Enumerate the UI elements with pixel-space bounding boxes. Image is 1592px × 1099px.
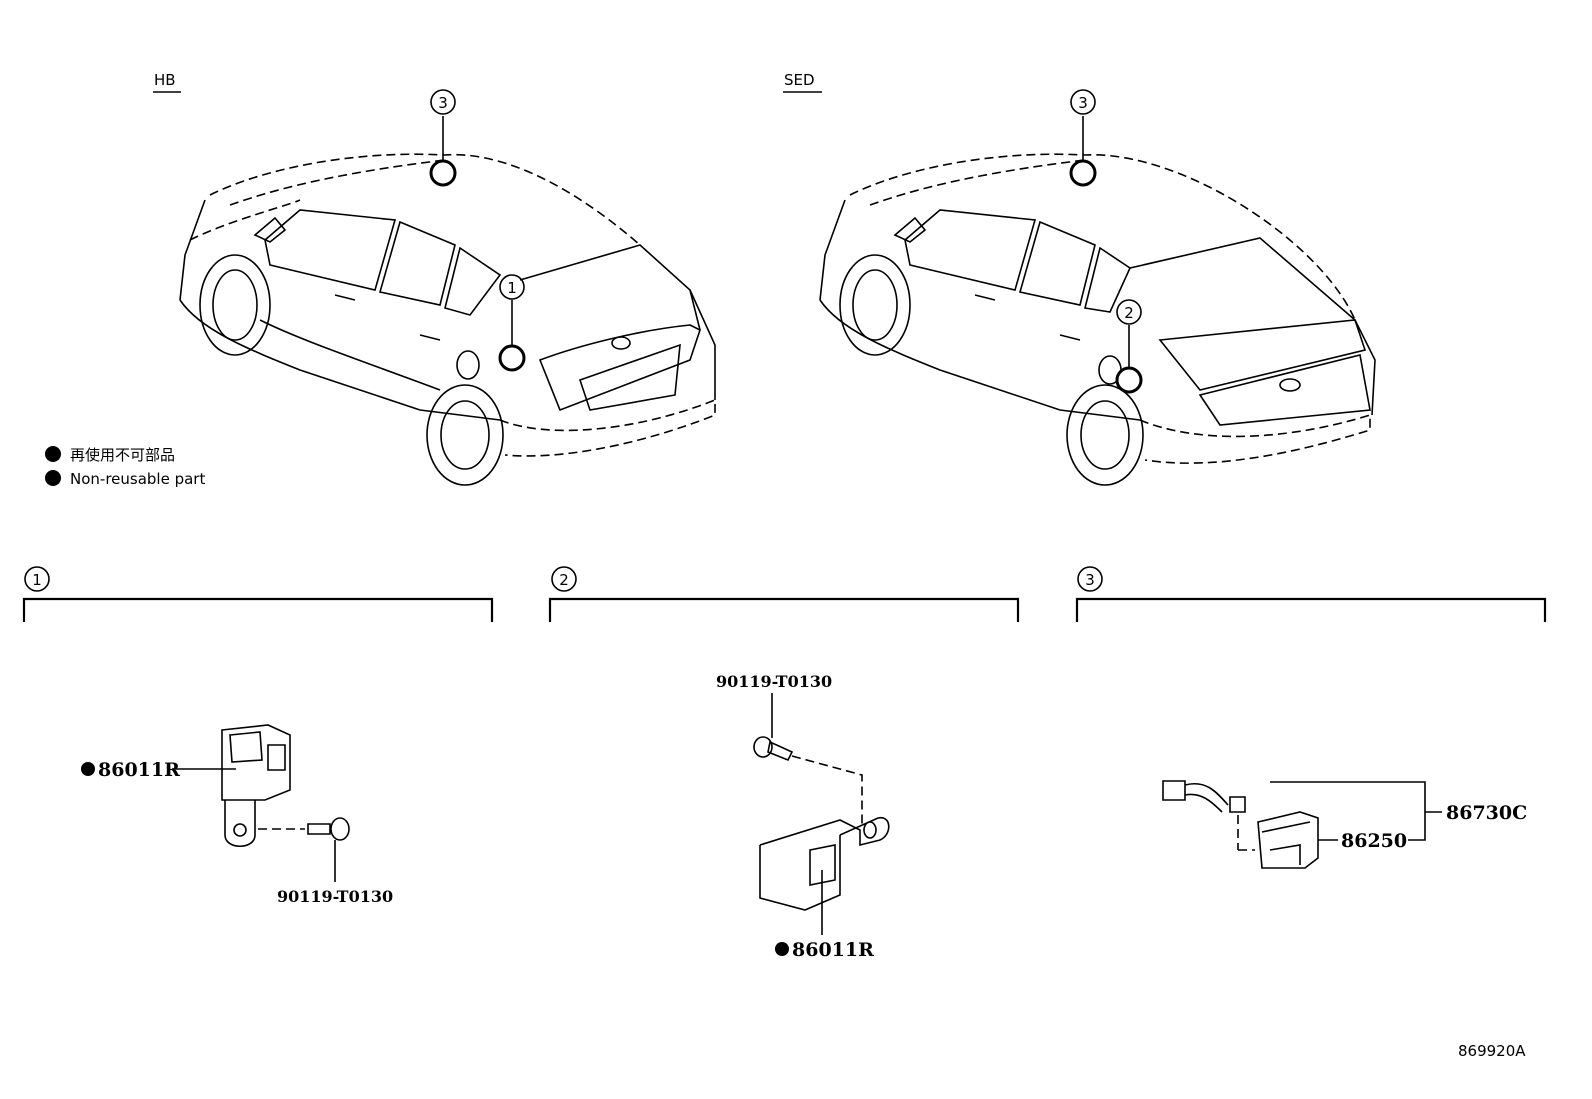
part-label-90119-t0130-section1: 90119-T0130 <box>277 887 393 906</box>
section-2-non-reusable-bullet <box>775 942 789 956</box>
hb-callout-number-3: 3 <box>438 94 448 112</box>
hb-location-marker-1 <box>498 344 526 372</box>
variant-label-sed: SED <box>784 71 815 89</box>
section-3-assembly-bracket <box>1270 781 1426 841</box>
sed-callout-number-3: 3 <box>1078 94 1088 112</box>
section-1-bracket <box>22 597 494 622</box>
sed-location-marker-3 <box>1069 159 1097 187</box>
section-3-callout-number: 3 <box>1085 571 1095 589</box>
part-label-86011r-section1: 86011R <box>98 759 180 781</box>
sedan-car-illustration <box>819 153 1376 486</box>
section-3-bracket <box>1075 597 1547 622</box>
section-2-callout-circle <box>551 566 577 592</box>
section-3-harness-drawing <box>1162 780 1255 851</box>
section-3-unit-drawing <box>1257 811 1319 869</box>
part-label-90119-t0130-section2: 90119-T0130 <box>716 672 832 691</box>
section-1-screw-drawing <box>307 817 350 841</box>
legend-text-en: Non-reusable part <box>70 470 205 488</box>
section-1-callout-circle <box>24 566 50 592</box>
section-2-screw-dashline <box>791 755 863 825</box>
sed-location-marker-2 <box>1115 366 1143 394</box>
legend-bullet-en <box>45 470 61 486</box>
sed-callout-number-2: 2 <box>1124 304 1134 322</box>
sed-callout-circle-3 <box>1070 89 1096 115</box>
sed-callout-circle-2 <box>1116 299 1142 325</box>
variant-label-hb: HB <box>154 71 176 89</box>
part-label-86730c: 86730C <box>1446 802 1527 824</box>
hb-callout-circle-3 <box>430 89 456 115</box>
section-3-callout-circle <box>1077 566 1103 592</box>
hatchback-car-illustration <box>179 153 716 486</box>
section-1-bracket-sensor-drawing <box>221 724 291 848</box>
section-1-non-reusable-bullet <box>81 762 95 776</box>
part-label-86011r-section2: 86011R <box>792 939 874 961</box>
hb-location-marker-3 <box>429 159 457 187</box>
hb-callout-number-1: 1 <box>507 279 517 297</box>
hb-callout-circle-1 <box>499 274 525 300</box>
section-2-bracket <box>548 597 1020 622</box>
section-2-callout-number: 2 <box>559 571 569 589</box>
part-label-86250: 86250 <box>1341 830 1407 852</box>
section-1-callout-number: 1 <box>32 571 42 589</box>
diagram-id: 869920A <box>1458 1042 1526 1060</box>
section-2-bracket-sensor-drawing <box>759 817 890 911</box>
legend-bullet-jp <box>45 446 61 462</box>
section-2-screw-drawing <box>753 736 794 762</box>
legend-text-jp: 再使用不可部品 <box>70 446 175 464</box>
